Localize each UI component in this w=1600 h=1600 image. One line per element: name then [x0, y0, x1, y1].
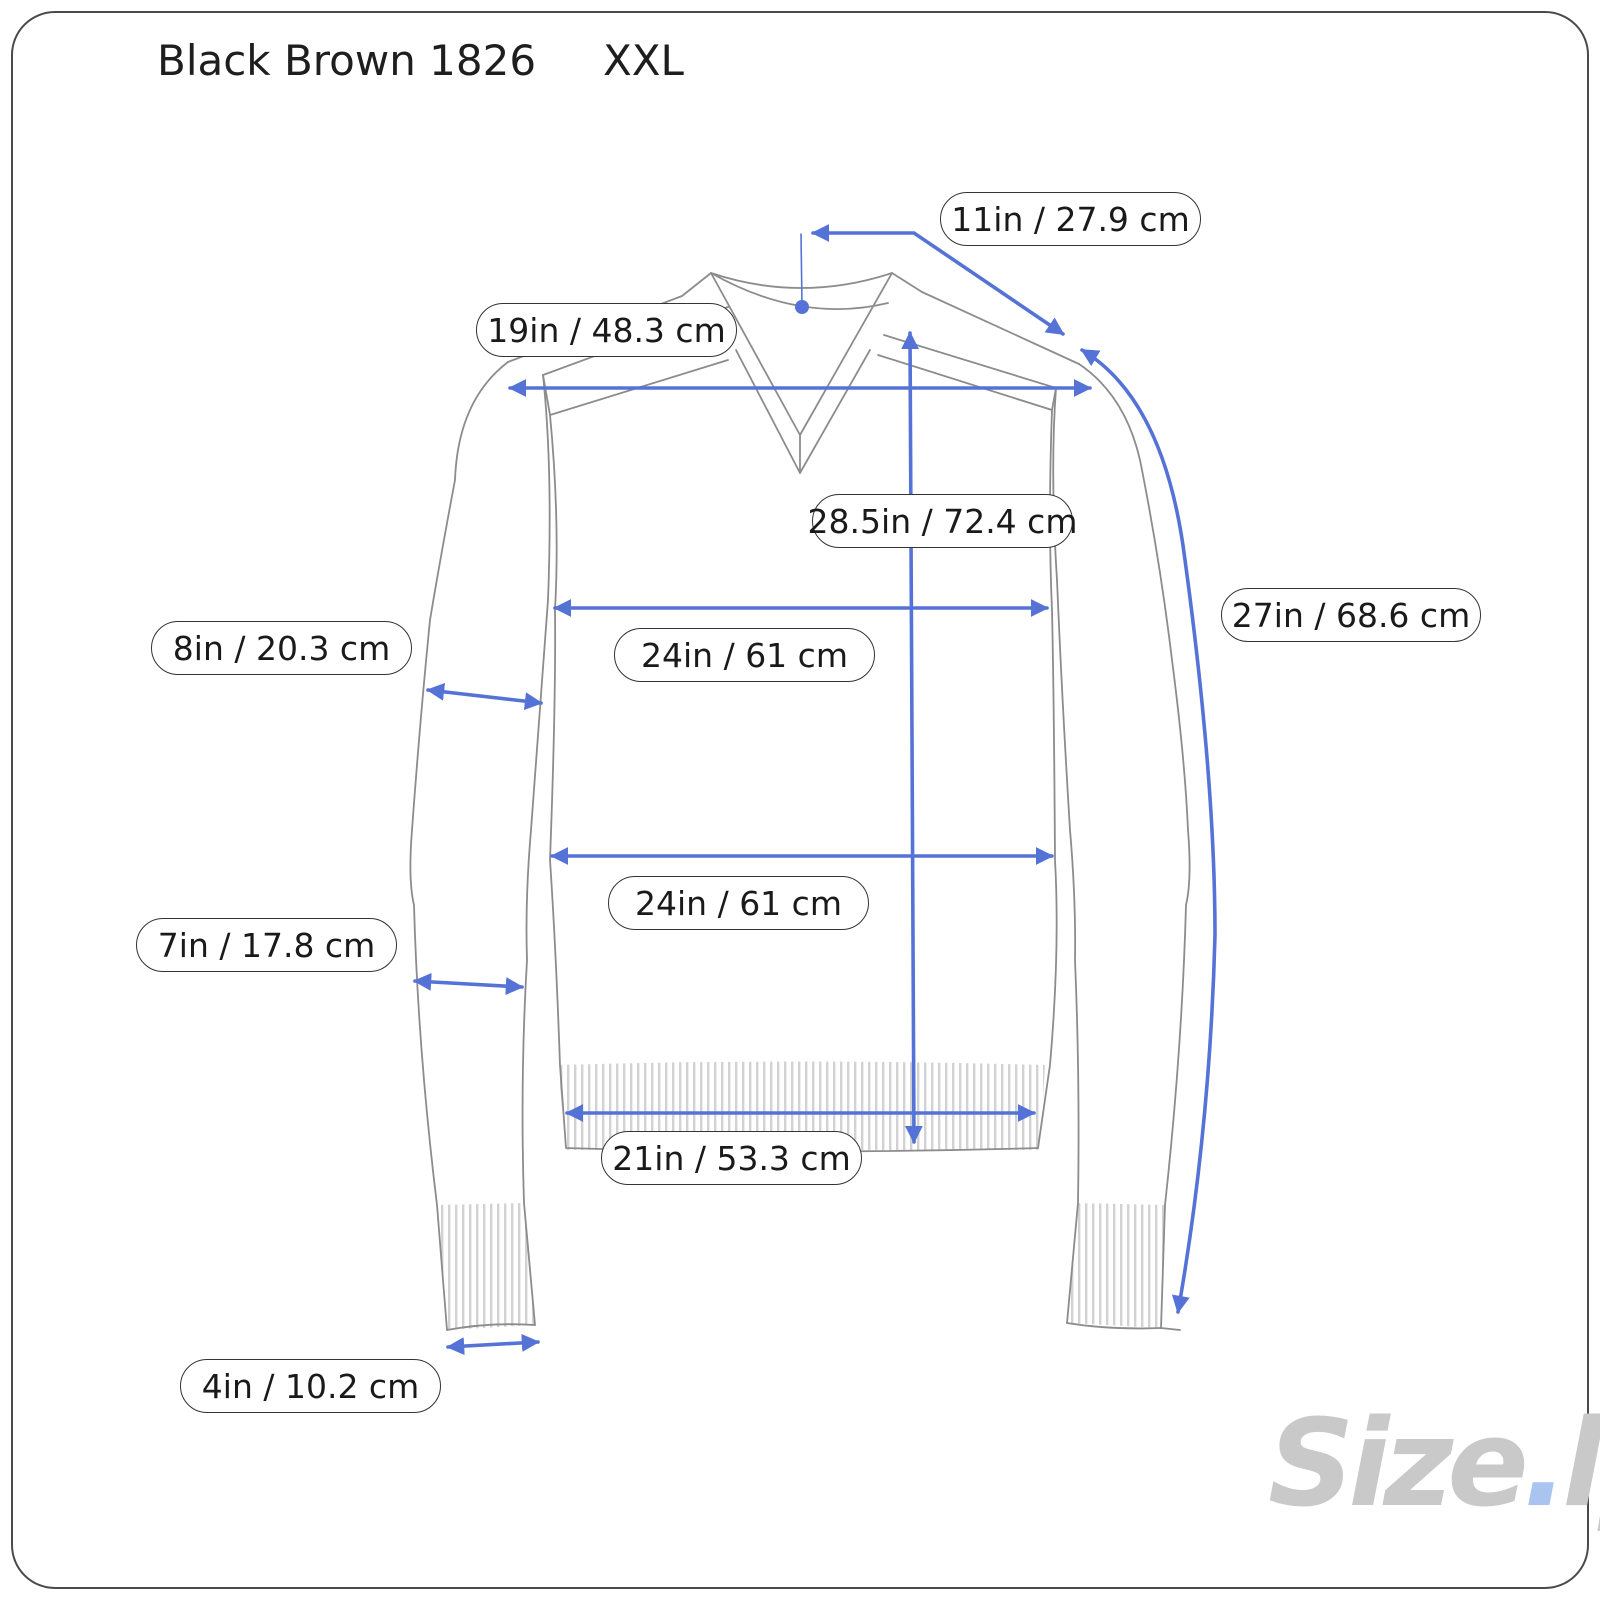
forearm-width-label: 7in / 17.8 cm [136, 918, 397, 972]
bicep-width-arrow [426, 682, 543, 711]
cuff-width-arrow [446, 1333, 540, 1356]
forearm-width-arrow [413, 972, 524, 996]
body-length-arrow [901, 331, 923, 1144]
body-length-label: 28.5in / 72.4 cm [808, 494, 1077, 548]
sleeve-length-arrow [1080, 348, 1217, 1314]
right-cuff-ribbing [1067, 1203, 1165, 1328]
cuff-width-label: 4in / 10.2 cm [180, 1359, 441, 1413]
left-cuff-ribbing [437, 1203, 535, 1330]
collar-point-marker [795, 300, 809, 314]
shoulder-width-label: 19in / 48.3 cm [476, 303, 737, 357]
sleeve-length-label: 27in / 68.6 cm [1221, 588, 1481, 642]
shoulder-seam-arrow [811, 224, 1065, 336]
logo-dot: . [1522, 1395, 1569, 1534]
logo-text-end: ly [1562, 1395, 1600, 1534]
shoulder-seam-label: 11in / 27.9 cm [940, 192, 1201, 246]
shoulder-seam-arrow-tick [800, 233, 803, 306]
size-label: XXL [603, 36, 684, 85]
waist-width-label: 24in / 61 cm [608, 876, 869, 930]
chest-width-label: 24in / 61 cm [614, 628, 875, 682]
hem-width-label: 21in / 53.3 cm [601, 1131, 862, 1185]
logo-text-main: Size [1268, 1395, 1529, 1534]
measurement-arrows [413, 224, 1217, 1356]
bicep-width-label: 8in / 20.3 cm [151, 621, 412, 675]
sizely-logo: Size.ly [1268, 1395, 1600, 1534]
product-title: Black Brown 1826 [157, 36, 537, 85]
chart-frame [11, 11, 1589, 1589]
